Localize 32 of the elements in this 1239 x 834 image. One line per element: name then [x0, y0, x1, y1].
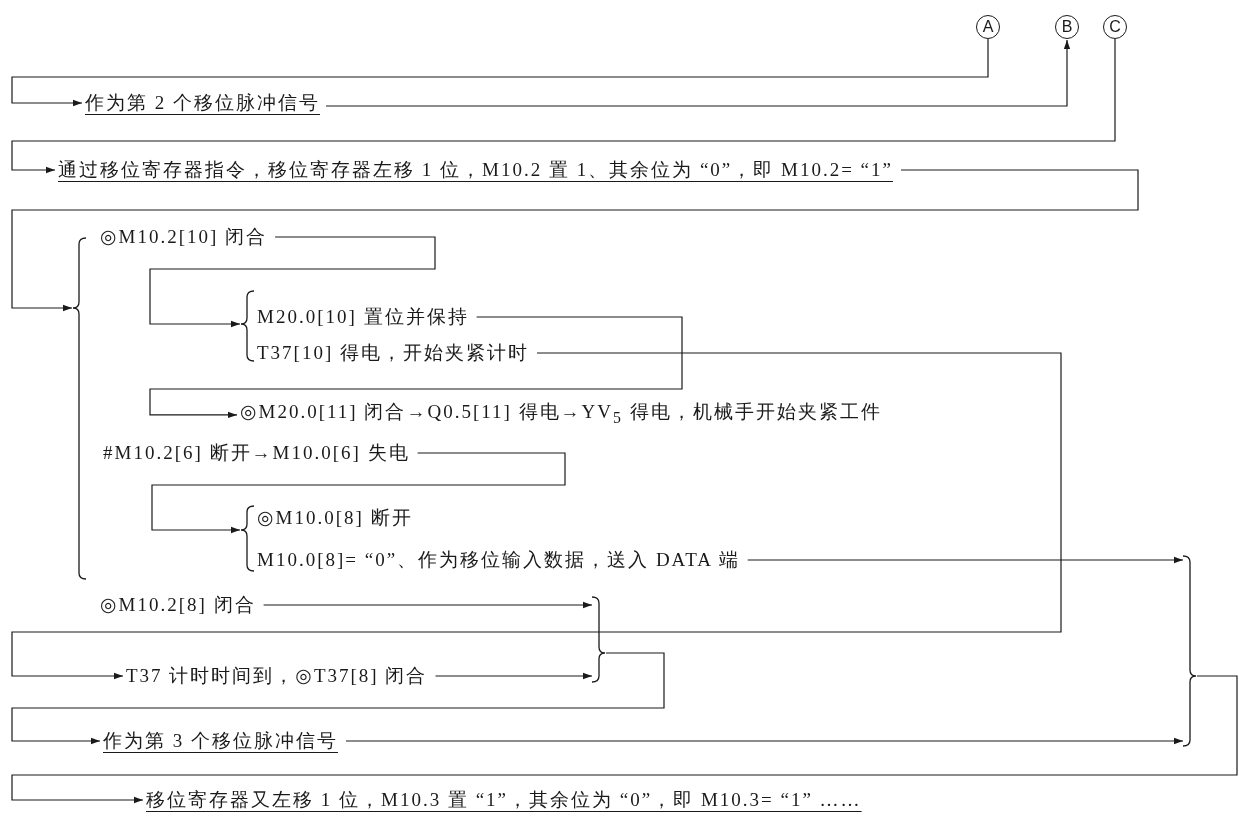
- arrow: [434, 672, 593, 680]
- brace: [72, 237, 86, 580]
- arrow: [11, 38, 989, 107]
- arrow: [345, 737, 1184, 745]
- step-text: 通过移位寄存器指令，移位寄存器左移 1 位，M10.2 置 1、其余位为 “0”，即 M10.2= “1”: [58, 158, 893, 182]
- step-text: ◎M10.0[8] 断开: [257, 506, 413, 530]
- step-text: ◎M20.0[11] 闭合→Q0.5[11] 得电→YV$_{5}$ 得电，机械手开始夹紧工件: [240, 400, 882, 430]
- arrow: [151, 452, 566, 534]
- arrow: [11, 652, 665, 745]
- arrow: [11, 675, 1238, 804]
- step-text: T37 计时时间到，◎T37[8] 闭合: [126, 664, 428, 688]
- arrow: [149, 236, 436, 328]
- brace: [240, 505, 254, 572]
- arrow: [11, 38, 1116, 174]
- step-text: 作为第 2 个移位脉冲信号: [85, 91, 320, 115]
- arrow: [747, 556, 1184, 564]
- step-text: #M10.2[6] 断开→M10.0[6] 失电: [103, 441, 410, 465]
- arrow: [11, 169, 1139, 312]
- step-text: M20.0[10] 置位并保持: [257, 305, 469, 329]
- arrow: [149, 316, 683, 419]
- brace: [240, 290, 254, 362]
- step-text: M10.0[8]= “0”、作为移位输入数据，送入 DATA 端: [257, 548, 740, 572]
- brace: [592, 596, 606, 683]
- arrow: [11, 352, 1062, 680]
- step-text: ◎M10.2[8] 闭合: [100, 593, 256, 617]
- step-text: T37[10] 得电，开始夹紧计时: [257, 341, 529, 365]
- brace: [1183, 555, 1197, 747]
- step-text: 移位寄存器又左移 1 位，M10.3 置 “1”，其余位为 “0”，即 M10.3= “1” ……: [146, 788, 862, 812]
- arrow: [263, 601, 593, 609]
- arrow: [325, 39, 1071, 107]
- step-text: ◎M10.2[10] 闭合: [100, 225, 268, 249]
- step-text: 作为第 3 个移位脉冲信号: [103, 729, 338, 753]
